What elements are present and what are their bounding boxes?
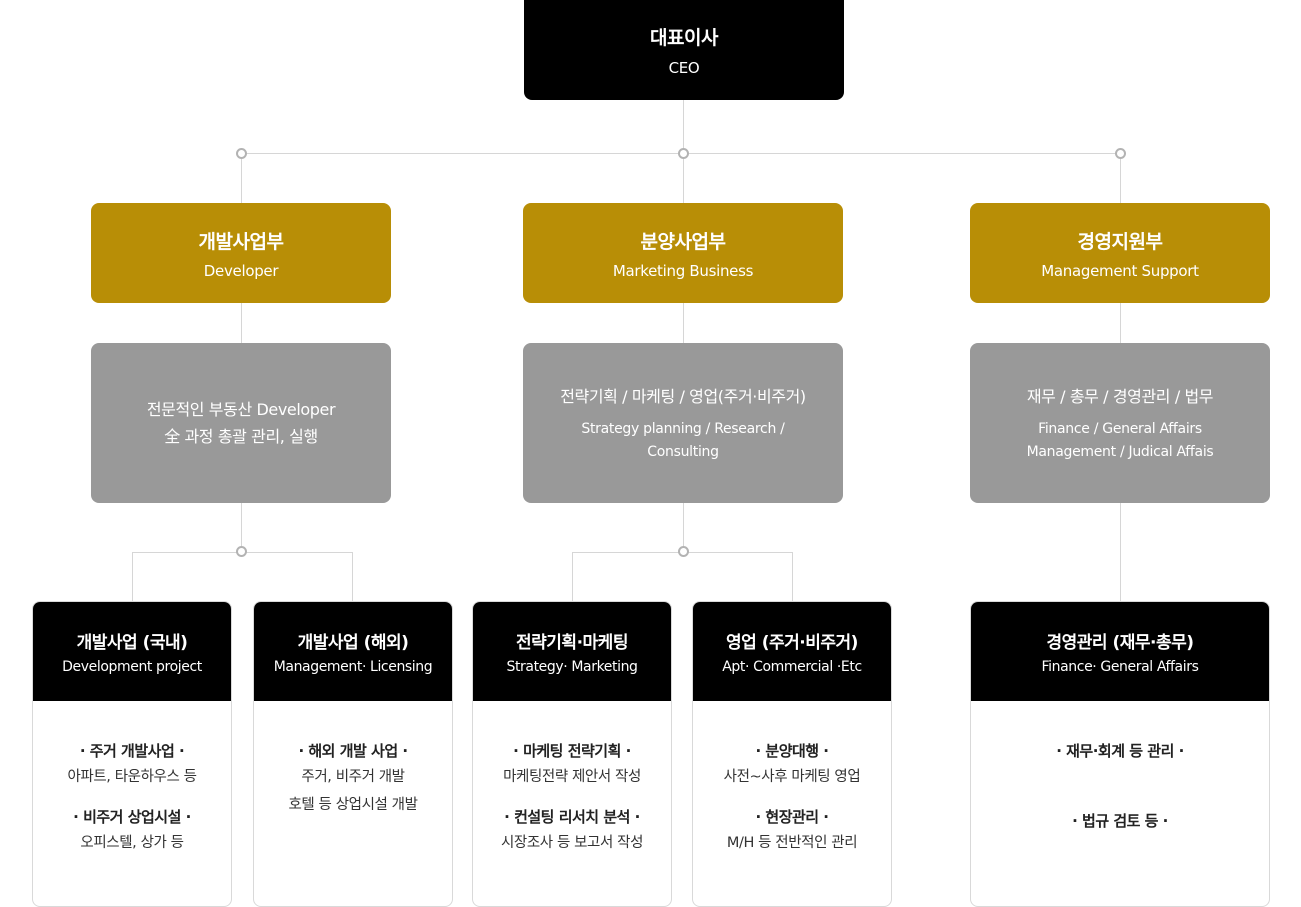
detail-en-line: Consulting	[647, 443, 719, 460]
team-card-dev-domestic: 개발사업 (국내) Development project · 주거 개발사업 …	[32, 601, 232, 907]
connector-node	[236, 546, 247, 557]
connector-ceo-down	[683, 100, 684, 153]
team-item-line: M/H 등 전반적인 관리	[726, 835, 858, 851]
division-marketing: 분양사업부 Marketing Business	[523, 203, 843, 303]
ceo-box: 대표이사 CEO	[524, 0, 844, 100]
division-detail-developer: 전문적인 부동산 Developer 全 과정 총괄 관리, 실행	[91, 343, 391, 503]
connector-detail1-down	[241, 503, 242, 552]
division-detail-marketing: 전략기획 / 마케팅 / 영업(주거·비주거) Strategy plannin…	[523, 343, 843, 503]
connector-div3-down	[1120, 153, 1121, 203]
detail-ko-line: 전략기획 / 마케팅 / 영업(주거·비주거)	[560, 386, 806, 406]
team-subtitle: Apt· Commercial ·Etc	[722, 659, 862, 675]
team-subtitle: Development project	[62, 659, 202, 675]
connector-team3-up	[572, 552, 573, 601]
team-card-sales: 영업 (주거·비주거) Apt· Commercial ·Etc · 분양대행 …	[692, 601, 892, 907]
connector-team4-up	[792, 552, 793, 601]
detail-en-text: Strategy planning / Research / Consultin…	[581, 418, 785, 464]
connector-node	[678, 546, 689, 557]
division-subtitle: Marketing Business	[612, 261, 754, 280]
team-item-line: 시장조사 등 보고서 작성	[500, 835, 644, 851]
team-subtitle: Finance· General Affairs	[1041, 659, 1199, 675]
team-item-head: · 법규 검토 등 ·	[1072, 812, 1168, 830]
connector-detail3-down	[1120, 503, 1121, 601]
ceo-title: 대표이사	[650, 27, 718, 49]
team-item-line: 주거, 비주거 개발	[301, 769, 405, 785]
ceo-subtitle: CEO	[668, 59, 700, 77]
detail-ko-line: 전문적인 부동산 Developer	[146, 400, 336, 419]
detail-en-line: Finance / General Affairs	[1038, 420, 1202, 437]
division-subtitle: Management Support	[1041, 261, 1199, 280]
division-title: 분양사업부	[640, 230, 726, 253]
connector-detail2-down	[683, 503, 684, 552]
team-item-head: · 컨설팅 리서치 분석 ·	[504, 808, 640, 826]
team-subtitle: Strategy· Marketing	[506, 659, 638, 675]
connector-div2-down	[683, 153, 684, 203]
division-subtitle: Developer	[203, 261, 279, 280]
team-body: · 마케팅 전략기획 · 마케팅전략 제안서 작성 · 컨설팅 리서치 분석 ·…	[473, 701, 671, 857]
team-item-head: · 해외 개발 사업 ·	[298, 742, 408, 760]
team-title: 영업 (주거·비주거)	[726, 633, 858, 653]
team-body: · 분양대행 · 사전~사후 마케팅 영업 · 현장관리 · M/H 등 전반적…	[693, 701, 891, 857]
team-header: 전략기획·마케팅 Strategy· Marketing	[473, 602, 671, 701]
connector-team2-up	[352, 552, 353, 601]
connector-node	[1115, 148, 1126, 159]
detail-en-line: Management / Judical Affais	[1026, 443, 1214, 460]
team-item-head: · 현장관리 ·	[755, 808, 829, 826]
team-item-head: · 주거 개발사업 ·	[79, 742, 185, 760]
team-title: 개발사업 (해외)	[297, 633, 409, 653]
team-item-head: · 비주거 상업시설 ·	[73, 808, 191, 826]
team-item-line: 아파트, 타운하우스 등	[67, 769, 197, 785]
detail-en-text: Finance / General Affairs Management / J…	[1027, 418, 1214, 464]
detail-ko-line: 全 과정 총괄 관리, 실행	[164, 427, 318, 446]
division-title: 경영지원부	[1077, 230, 1163, 253]
team-item-line: 호텔 등 상업시설 개발	[288, 797, 418, 813]
team-title: 개발사업 (국내)	[76, 633, 188, 653]
team-header: 경영관리 (재무·총무) Finance· General Affairs	[971, 602, 1269, 701]
team-body: · 해외 개발 사업 · 주거, 비주거 개발 호텔 등 상업시설 개발	[254, 701, 452, 819]
division-title: 개발사업부	[198, 230, 284, 253]
team-card-management: 경영관리 (재무·총무) Finance· General Affairs · …	[970, 601, 1270, 907]
team-item-head: · 마케팅 전략기획 ·	[513, 742, 631, 760]
detail-en-line: Strategy planning / Research /	[581, 420, 785, 437]
team-body: · 재무·회계 등 관리 · · 법규 검토 등 ·	[971, 701, 1269, 833]
connector-team1-up	[132, 552, 133, 601]
division-developer: 개발사업부 Developer	[91, 203, 391, 303]
team-card-strategy-marketing: 전략기획·마케팅 Strategy· Marketing · 마케팅 전략기획 …	[472, 601, 672, 907]
team-subtitle: Management· Licensing	[273, 659, 433, 675]
team-title: 경영관리 (재무·총무)	[1046, 633, 1194, 653]
division-management: 경영지원부 Management Support	[970, 203, 1270, 303]
connector-div2-detail	[683, 303, 684, 343]
division-detail-management: 재무 / 총무 / 경영관리 / 법무 Finance / General Af…	[970, 343, 1270, 503]
team-item-line: 사전~사후 마케팅 영업	[723, 769, 861, 785]
team-item-line: 마케팅전략 제안서 작성	[503, 769, 641, 785]
connector-div1-detail	[241, 303, 242, 343]
team-header: 개발사업 (국내) Development project	[33, 602, 231, 701]
team-item-line: 오피스텔, 상가 등	[80, 835, 184, 851]
connector-node	[236, 148, 247, 159]
detail-ko-line: 재무 / 총무 / 경영관리 / 법무	[1026, 386, 1214, 406]
connector-div1-down	[241, 153, 242, 203]
team-item-head: · 분양대행 ·	[755, 742, 829, 760]
team-title: 전략기획·마케팅	[516, 633, 628, 653]
connector-node	[678, 148, 689, 159]
team-header: 영업 (주거·비주거) Apt· Commercial ·Etc	[693, 602, 891, 701]
team-item-head: · 재무·회계 등 관리 ·	[1056, 742, 1184, 760]
team-header: 개발사업 (해외) Management· Licensing	[254, 602, 452, 701]
connector-div3-detail	[1120, 303, 1121, 343]
team-body: · 주거 개발사업 · 아파트, 타운하우스 등 · 비주거 상업시설 · 오피…	[33, 701, 231, 857]
team-card-dev-overseas: 개발사업 (해외) Management· Licensing · 해외 개발 …	[253, 601, 453, 907]
